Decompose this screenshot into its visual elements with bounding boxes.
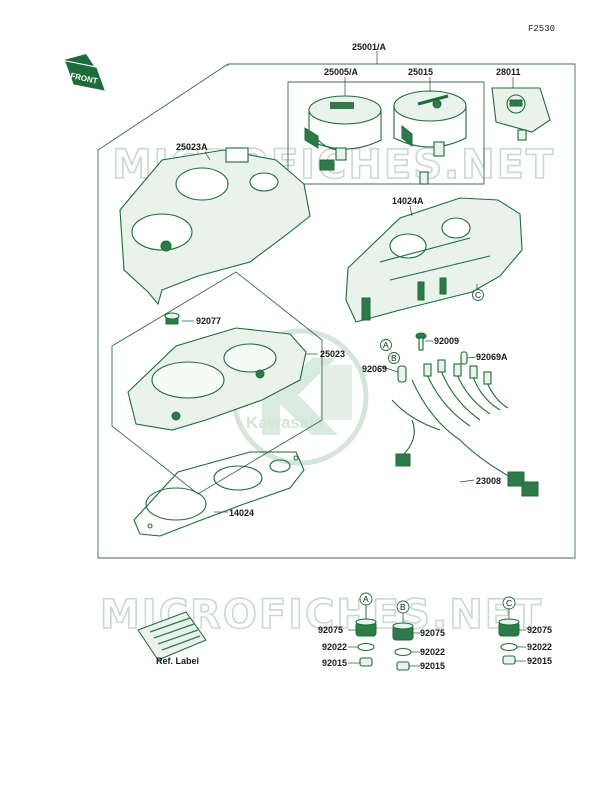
part-harness-23008 xyxy=(391,359,539,497)
label-92077: 92077 xyxy=(196,316,221,326)
label-14024a: 14024A xyxy=(392,196,424,206)
kit-a-item-2: 92022 xyxy=(322,642,347,652)
leader-lines xyxy=(182,51,514,513)
kit-c-item-1: 92075 xyxy=(527,625,552,635)
svg-text:A: A xyxy=(383,340,389,350)
kit-b: B xyxy=(392,600,420,671)
kit-c-item-3: 92015 xyxy=(527,656,552,666)
kit-a-mark: A xyxy=(363,594,369,604)
svg-text:B: B xyxy=(391,353,397,363)
callout-c: C xyxy=(472,289,484,301)
front-arrow-icon xyxy=(64,54,105,91)
meter-subframe xyxy=(287,81,485,185)
label-28011: 28011 xyxy=(496,67,521,77)
part-bulb-92069 xyxy=(397,365,407,383)
svg-text:C: C xyxy=(475,290,481,300)
label-14024: 14024 xyxy=(229,508,254,518)
label-92069a: 92069A xyxy=(476,352,508,362)
part-28011 xyxy=(491,87,551,141)
kit-c-mark: C xyxy=(506,598,512,608)
kit-b-item-3: 92015 xyxy=(420,661,445,671)
part-lower-case-14024a xyxy=(345,197,523,323)
label-25005a: 25005/A xyxy=(324,67,359,77)
part-meter-25015 xyxy=(393,90,467,185)
page-code: F2530 xyxy=(528,24,555,34)
kit-b-item-2: 92022 xyxy=(420,647,445,657)
label-92009: 92009 xyxy=(434,336,459,346)
kit-b-mark: B xyxy=(400,602,406,612)
part-meter-case-25023a xyxy=(119,147,311,306)
part-screw-92077 xyxy=(164,312,180,325)
ref-label-graphic xyxy=(137,611,207,661)
label-25023a: 25023A xyxy=(176,142,208,152)
ref-label-text: Ref. Label xyxy=(156,656,199,666)
label-25023: 25023 xyxy=(320,349,345,359)
label-25001a: 25001/A xyxy=(352,42,387,52)
kit-a-item-3: 92015 xyxy=(322,658,347,668)
kit-a-item-1: 92075 xyxy=(318,625,343,635)
kit-c-item-2: 92022 xyxy=(527,642,552,652)
label-25015: 25015 xyxy=(408,67,433,77)
callout-a: A xyxy=(380,339,392,351)
part-cover-25023 xyxy=(127,327,307,431)
cover-subframe xyxy=(111,271,323,495)
part-screw-92009 xyxy=(415,332,427,351)
label-23008: 23008 xyxy=(476,476,501,486)
part-gasket-14024 xyxy=(133,451,305,537)
logo-text: Kawasaki xyxy=(246,413,324,432)
kit-c: C xyxy=(498,596,526,665)
kit-b-item-1: 92075 xyxy=(420,628,445,638)
part-bulb-92069a xyxy=(460,351,468,365)
label-92069: 92069 xyxy=(362,364,387,374)
kit-a: A xyxy=(348,592,377,667)
callout-b: B xyxy=(388,352,400,364)
assembly-frame xyxy=(97,63,576,559)
